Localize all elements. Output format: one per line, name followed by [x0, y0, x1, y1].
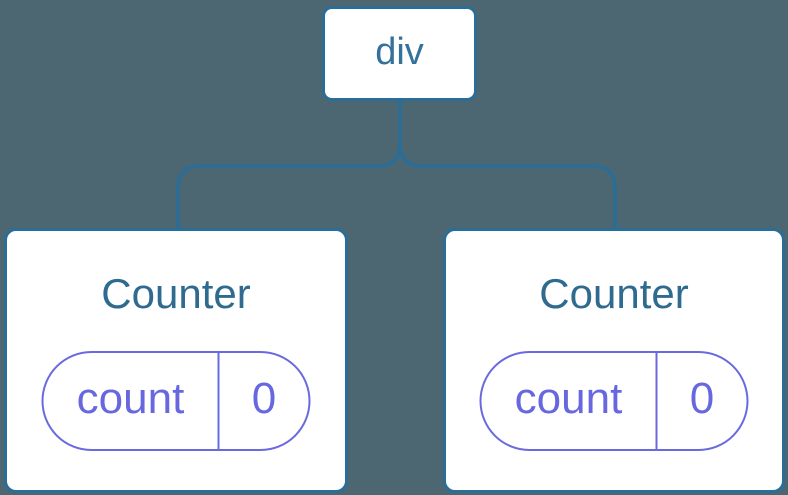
counter-right-state-pill: count 0 [479, 351, 749, 451]
connector-right-branch [398, 99, 617, 230]
root-node-label: div [375, 30, 424, 73]
counter-left-state-value: 0 [217, 353, 309, 449]
counter-left-title: Counter [101, 270, 251, 317]
counter-left-state-name: count [76, 374, 185, 423]
counter-left-state-pill: count 0 [41, 351, 311, 451]
tree-node-root: div [322, 6, 477, 101]
tree-node-counter-right: Counter count 0 [443, 228, 785, 493]
tree-node-counter-left: Counter count 0 [4, 228, 348, 493]
counter-right-state-name: count [514, 374, 623, 423]
counter-right-state-value: 0 [655, 353, 747, 449]
counter-right-title: Counter [539, 270, 689, 317]
connector-left-branch [176, 99, 402, 230]
